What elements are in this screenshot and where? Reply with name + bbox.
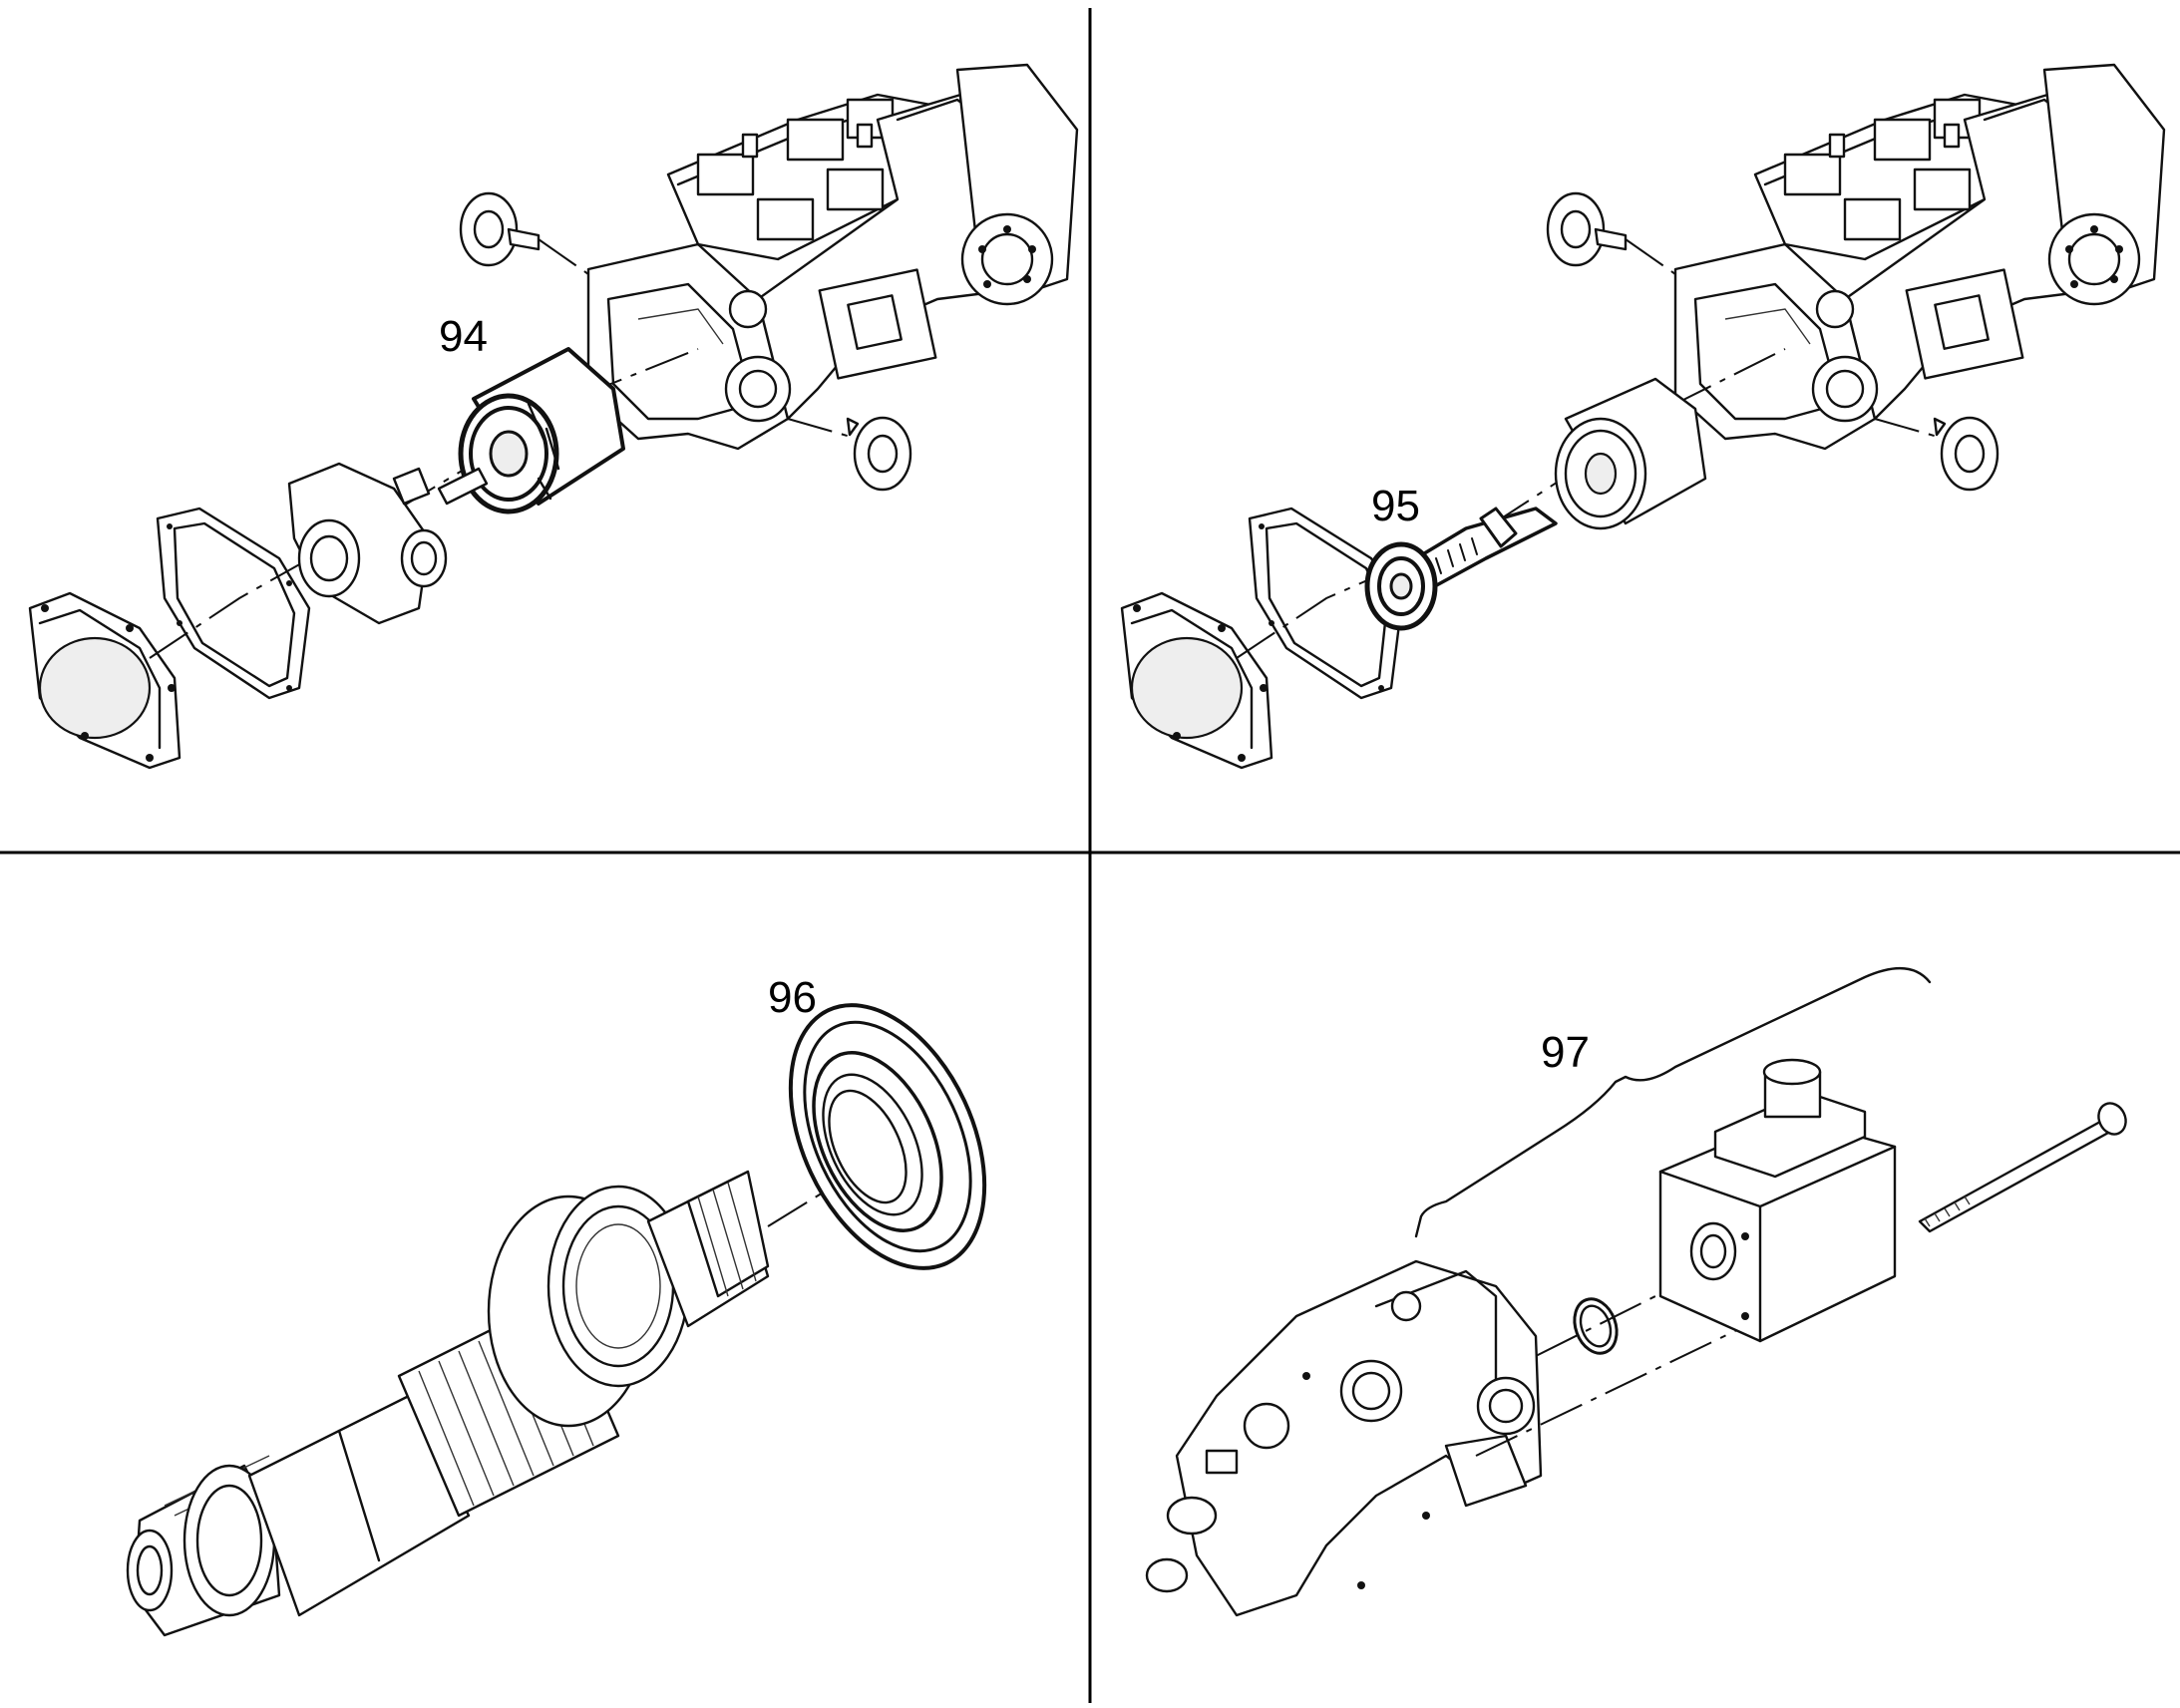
bolt-icon [1918,1102,2127,1233]
callout-95: 95 [1371,482,1420,530]
control-valve-icon [1145,1259,1543,1617]
solenoid-icon [1658,1058,1897,1343]
cylinder-block-icon [1554,377,1707,530]
front-cover-icon [28,507,311,770]
callout-94: 94 [439,312,488,361]
panel-bottom-right: 97 [1145,966,2127,1617]
o-ring-icon [1573,1297,1619,1355]
swashplate-icon [287,462,489,625]
panel-top-right: 95 [1120,63,2166,770]
drive-shaft-icon [126,1170,770,1637]
panel-bottom-left: 96 [126,973,987,1637]
drive-shaft-icon [1364,507,1558,631]
front-cover-icon [1120,507,1403,770]
panel-top-left: 94 [28,63,1079,770]
callout-97: 97 [1541,1028,1590,1077]
callout-96: 96 [768,973,817,1022]
callout-bracket [1414,966,1932,1238]
shaft-seal-icon [788,1003,987,1270]
